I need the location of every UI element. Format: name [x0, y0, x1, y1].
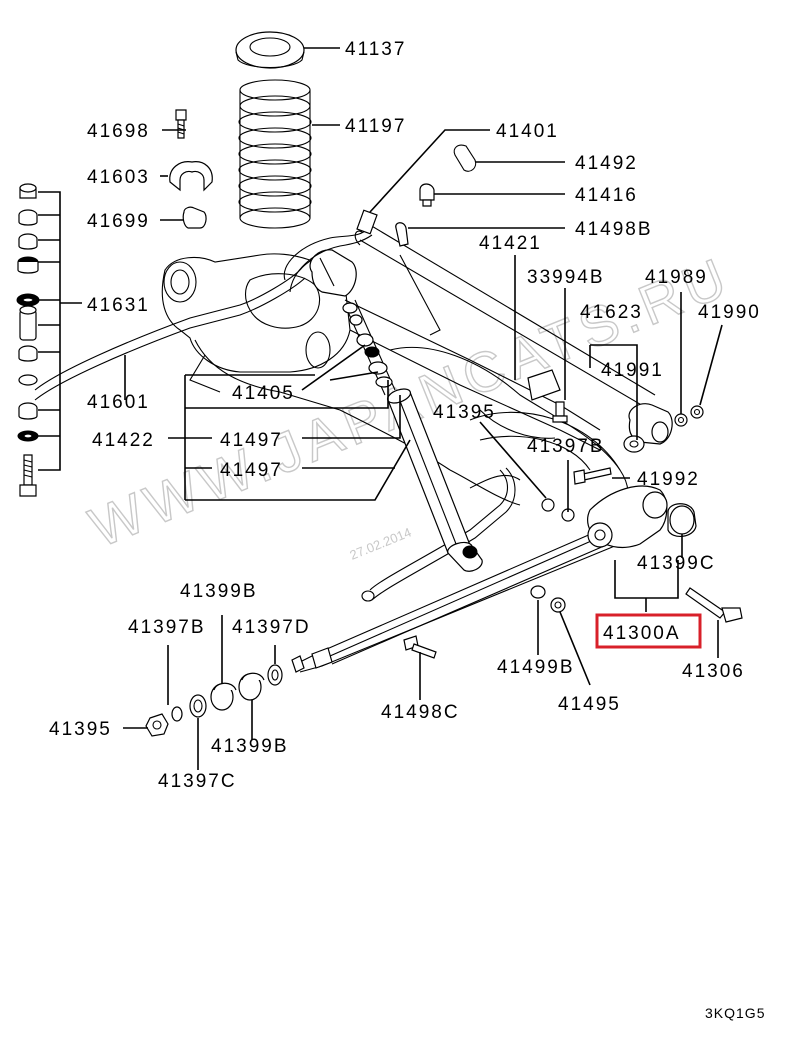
- figure-code: 3KQ1G5: [705, 1005, 765, 1021]
- label-41421: 41421: [479, 233, 542, 254]
- label-41699: 41699: [87, 211, 150, 232]
- nut-icon: [145, 713, 169, 737]
- label-41395-upper: 41395: [433, 402, 496, 423]
- label-41498B: 41498B: [575, 219, 653, 240]
- label-41399C: 41399C: [637, 553, 716, 574]
- label-41990: 41990: [698, 302, 761, 323]
- bumper-icon: [419, 183, 435, 201]
- label-41197: 41197: [345, 116, 406, 137]
- label-41495: 41495: [558, 694, 621, 715]
- label-41499B: 41499B: [497, 657, 575, 678]
- link-hardware-stack: [16, 183, 82, 497]
- bolt-icon: [175, 109, 187, 121]
- label-41397B-lower: 41397B: [128, 617, 206, 638]
- label-41603: 41603: [87, 167, 150, 188]
- label-41395-lower: 41395: [49, 719, 112, 740]
- axle-housing: [161, 224, 656, 529]
- label-41492: 41492: [575, 153, 638, 174]
- leader-lines: [123, 47, 723, 770]
- label-41698: 41698: [87, 121, 150, 142]
- bushing-icon: [182, 206, 207, 229]
- label-41989: 41989: [645, 267, 708, 288]
- plate-icon: [527, 369, 561, 401]
- shock-absorber: [342, 299, 483, 572]
- label-41601: 41601: [87, 392, 150, 413]
- spring-seat-icon: [235, 31, 305, 69]
- label-41991: 41991: [601, 360, 664, 381]
- label-41498C: 41498C: [381, 702, 460, 723]
- label-41405: 41405: [232, 383, 295, 404]
- part-labels: 41137 41197 41698 41603 41699 41631 4160…: [49, 39, 765, 1021]
- label-41497-lower: 41497: [220, 460, 283, 481]
- lower-arm: [291, 467, 743, 673]
- clamp-icon: [169, 161, 213, 192]
- label-41397C: 41397C: [158, 771, 237, 792]
- coil-spring-icon: [238, 79, 312, 229]
- label-41401: 41401: [496, 121, 559, 142]
- stabilizer-clamp-parts: [169, 109, 213, 229]
- label-41397B-upper: 41397B: [527, 436, 605, 457]
- label-41992: 41992: [637, 469, 700, 490]
- label-33994B: 33994B: [527, 267, 605, 288]
- date-stamp: 27.02.2014: [348, 524, 414, 562]
- label-41416: 41416: [575, 185, 638, 206]
- label-41397D: 41397D: [232, 617, 311, 638]
- label-41300A: 41300A: [603, 623, 681, 644]
- stabilizer-bar: [34, 209, 516, 602]
- bolt-icon-2: [395, 222, 409, 247]
- front-bushing-set: [145, 664, 283, 737]
- coil-spring-assembly: [235, 31, 312, 229]
- label-41137: 41137: [345, 39, 406, 60]
- highlight-box: [595, 613, 702, 649]
- upper-arm-parts: [527, 369, 704, 453]
- label-41497-upper: 41497: [220, 430, 283, 451]
- label-41422: 41422: [92, 430, 155, 451]
- label-41306: 41306: [682, 661, 745, 682]
- label-41399B-top: 41399B: [180, 581, 258, 602]
- clip-icon: [453, 144, 477, 172]
- label-41623: 41623: [580, 302, 643, 323]
- label-41631: 41631: [87, 295, 150, 316]
- top-right-parts: [395, 144, 477, 247]
- label-41399B-bottom: 41399B: [211, 736, 289, 757]
